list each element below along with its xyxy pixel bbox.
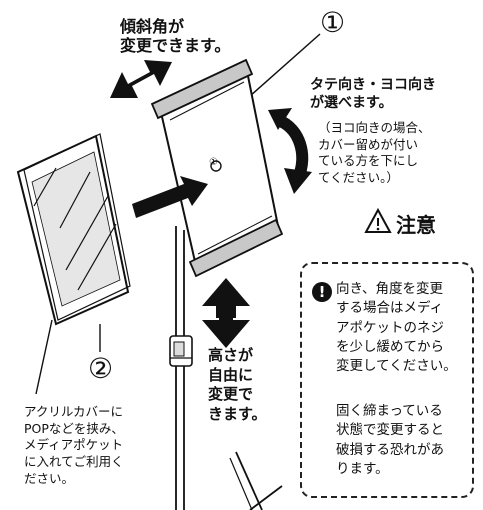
base-line-2: [229, 457, 253, 510]
height-arrow-icon: [202, 278, 250, 348]
caution-bang: !: [318, 283, 326, 301]
part1-number: ①: [320, 6, 346, 39]
height-label: 高さが 自由に 変更で きます。: [208, 346, 267, 423]
screw-icon: [210, 160, 222, 172]
part1-leader-line: [249, 33, 321, 97]
screw-label: ①: [209, 157, 218, 168]
caution-box: [300, 262, 474, 498]
caution-bang-icon: !: [312, 282, 332, 302]
caution-title: 注意: [396, 213, 436, 237]
tilt-arrow-icon: [110, 60, 172, 98]
part2-number: ②: [88, 352, 114, 385]
stand-pole: [175, 226, 185, 510]
base-line-1: [235, 451, 263, 510]
base-line-3: [249, 485, 283, 510]
warning-triangle-icon: [364, 207, 392, 233]
part2-description: アクリルカバーに POPなどを挟み、 メディアポケット に入れてご利用く ださい…: [24, 404, 124, 486]
part2-leader-line: [35, 319, 53, 395]
insert-arrow-icon: [132, 176, 208, 218]
caution-paragraph-2: 固く締まっている 状態で変更すると 破損する恐れがあ ります。: [336, 403, 444, 477]
orientation-note: （ヨコ向きの場合、 カバー留めが付い ている方を下にし てください。）: [318, 120, 431, 185]
tilt-label: 傾斜角が 変更できます。: [120, 17, 231, 55]
pole-clamp: [169, 335, 193, 367]
acrylic-cover: [16, 133, 131, 326]
rotation-arrow-icon: [268, 108, 312, 194]
orientation-label: タテ向き・ヨコ向き が選べます。: [310, 77, 436, 112]
caution-paragraph-1: 向き、角度を変更 する場合はメディ アポケットのネジ を少し緩めてから 変更して…: [336, 281, 457, 375]
